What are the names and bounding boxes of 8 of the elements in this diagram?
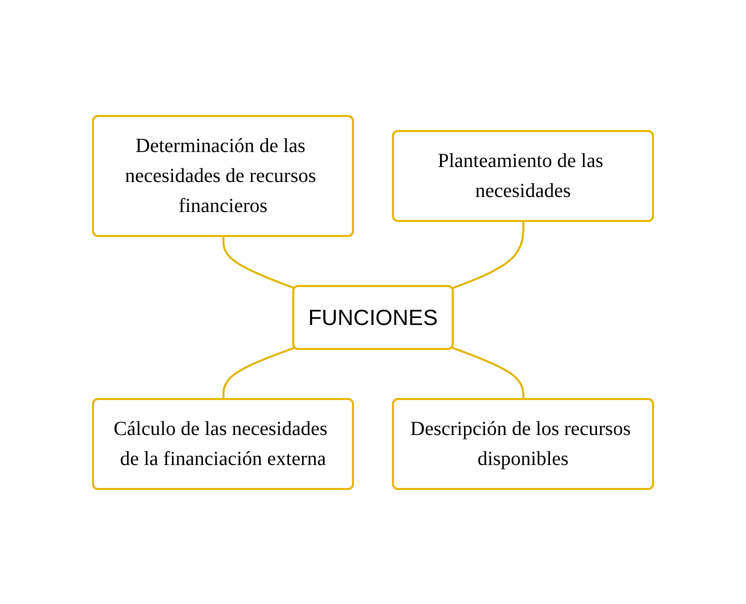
connector xyxy=(222,236,296,289)
node-text: Cálculo de las necesidades de la financiación externa xyxy=(114,418,328,470)
node-text: Determinación de las necesidades de recursos financieros xyxy=(124,134,316,216)
connector xyxy=(452,346,524,400)
node-text: Descripción de los recursos disponibles xyxy=(410,418,631,470)
connector xyxy=(452,220,524,289)
connector xyxy=(222,346,296,400)
node-text: Planteamiento de las necesidades xyxy=(438,150,604,202)
